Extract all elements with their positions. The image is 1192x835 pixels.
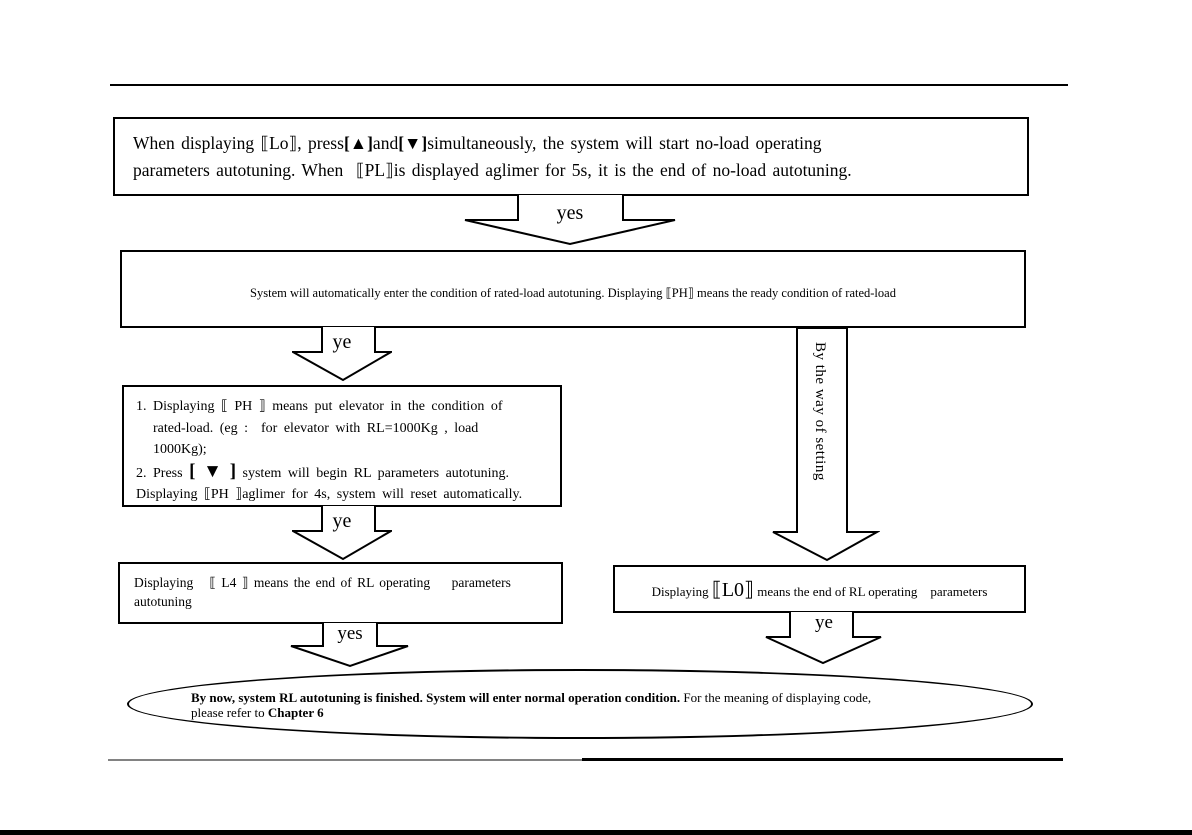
block-arrow-icon bbox=[292, 326, 392, 382]
text-segment: parameters autotuning. When ⟦PL⟧is displ… bbox=[133, 160, 852, 180]
text-line: By now, system RL autotuning is finished… bbox=[191, 690, 991, 705]
text-segment: please refer to bbox=[191, 705, 268, 720]
text-segment: Displaying bbox=[651, 583, 712, 599]
text-segment: [ ▼ ] bbox=[189, 460, 237, 482]
text-segment: system will begin RL parameters autotuni… bbox=[236, 465, 509, 481]
text-line: Displaying ⟦ L4 ⟧ means the end of RL op… bbox=[134, 573, 551, 592]
text-segment: When displaying ⟦Lo⟧, press bbox=[133, 133, 344, 153]
flowchart-box-rated-load-steps: 1. Displaying ⟦ PH ⟧ means put elevator … bbox=[122, 385, 562, 507]
page-bottom-edge bbox=[0, 830, 1192, 835]
text-segment: Chapter 6 bbox=[267, 705, 324, 720]
text-line: parameters autotuning. When ⟦PL⟧is displ… bbox=[133, 157, 1011, 184]
text-segment: 2. Press bbox=[136, 465, 190, 481]
text-line: please refer to Chapter 6 bbox=[191, 705, 991, 720]
text-segment: [▼] bbox=[398, 133, 428, 153]
block-arrow-icon bbox=[765, 611, 882, 665]
flowchart-box-rated-load-condition: System will automatically enter the cond… bbox=[120, 250, 1026, 328]
text-line: Displaying ⟦PH ⟧aglimer for 4s, system w… bbox=[136, 484, 554, 506]
block-arrow-icon bbox=[464, 194, 676, 246]
arrow-label-ye: ye bbox=[332, 331, 352, 353]
text-line: 2. Press [ ▼ ] system will begin RL para… bbox=[136, 461, 554, 485]
text-segment: [▲] bbox=[343, 133, 373, 153]
down-block-arrow-ye-1: ye bbox=[292, 326, 392, 382]
arrow-label-ye: ye bbox=[332, 510, 352, 532]
text-segment: By now, system RL autotuning is finished… bbox=[191, 690, 681, 705]
text-segment: simultaneously, the system will start no… bbox=[427, 133, 822, 153]
down-block-arrow-yes-2: yes bbox=[290, 622, 410, 668]
footer-rule-gray bbox=[108, 759, 582, 761]
text-line: Displaying ⟦L0⟧ means the end of RL oper… bbox=[652, 577, 988, 602]
text-segment: Displaying ⟦PH ⟧aglimer for 4s, system w… bbox=[136, 487, 523, 502]
text-segment: rated-load. (eg : for elevator with RL=1… bbox=[153, 420, 479, 436]
text-segment: 1. Displaying ⟦ PH ⟧ means put elevator … bbox=[136, 399, 503, 414]
text-segment: 1000Kg); bbox=[153, 442, 207, 457]
text-line: 1000Kg); bbox=[136, 439, 554, 461]
text-segment: and bbox=[372, 133, 399, 153]
down-block-arrow-by-way-of-setting: By the way of setting bbox=[770, 328, 880, 562]
footer-rule-black bbox=[582, 758, 1063, 761]
text-segment: means the end of RL operating parameters bbox=[753, 583, 988, 599]
text-segment: For the meaning of displaying code, bbox=[680, 690, 872, 705]
block-arrow-icon bbox=[292, 505, 392, 561]
box2-text: System will automatically enter the cond… bbox=[250, 286, 896, 300]
flowchart-box-no-load-autotuning: When displaying ⟦Lo⟧, press[▲]and[▼]simu… bbox=[113, 117, 1029, 196]
arrow-label-ye: ye bbox=[815, 612, 833, 633]
flowchart-box-L0-end: Displaying ⟦L0⟧ means the end of RL oper… bbox=[613, 565, 1026, 613]
text-segment: Displaying ⟦ L4 ⟧ means the end of RL op… bbox=[134, 575, 511, 590]
block-arrow-icon bbox=[290, 622, 409, 668]
arrow-label-by-way-of-setting: By the way of setting bbox=[812, 342, 828, 481]
text-line: 1. Displaying ⟦ PH ⟧ means put elevator … bbox=[136, 396, 554, 418]
flowchart-box-L4-end: Displaying ⟦ L4 ⟧ means the end of RL op… bbox=[118, 562, 563, 624]
down-block-arrow-ye-3: ye bbox=[765, 611, 883, 665]
flowchart-terminator-ellipse: By now, system RL autotuning is finished… bbox=[127, 669, 1033, 739]
text-line: rated-load. (eg : for elevator with RL=1… bbox=[136, 418, 554, 440]
down-block-arrow-ye-2: ye bbox=[292, 505, 392, 561]
text-segment: autotuning bbox=[134, 594, 192, 609]
header-rule bbox=[110, 84, 1068, 86]
text-segment: ⟦L0⟧ bbox=[711, 578, 754, 601]
long-block-arrow-icon bbox=[772, 328, 880, 562]
text-line: autotuning bbox=[134, 592, 551, 611]
arrow-label-yes: yes bbox=[337, 623, 363, 644]
down-block-arrow-yes: yes bbox=[455, 194, 685, 246]
ellipse-text: By now, system RL autotuning is finished… bbox=[191, 690, 991, 720]
arrow-label-yes: yes bbox=[556, 202, 584, 224]
text-line: When displaying ⟦Lo⟧, press[▲]and[▼]simu… bbox=[133, 130, 1011, 157]
